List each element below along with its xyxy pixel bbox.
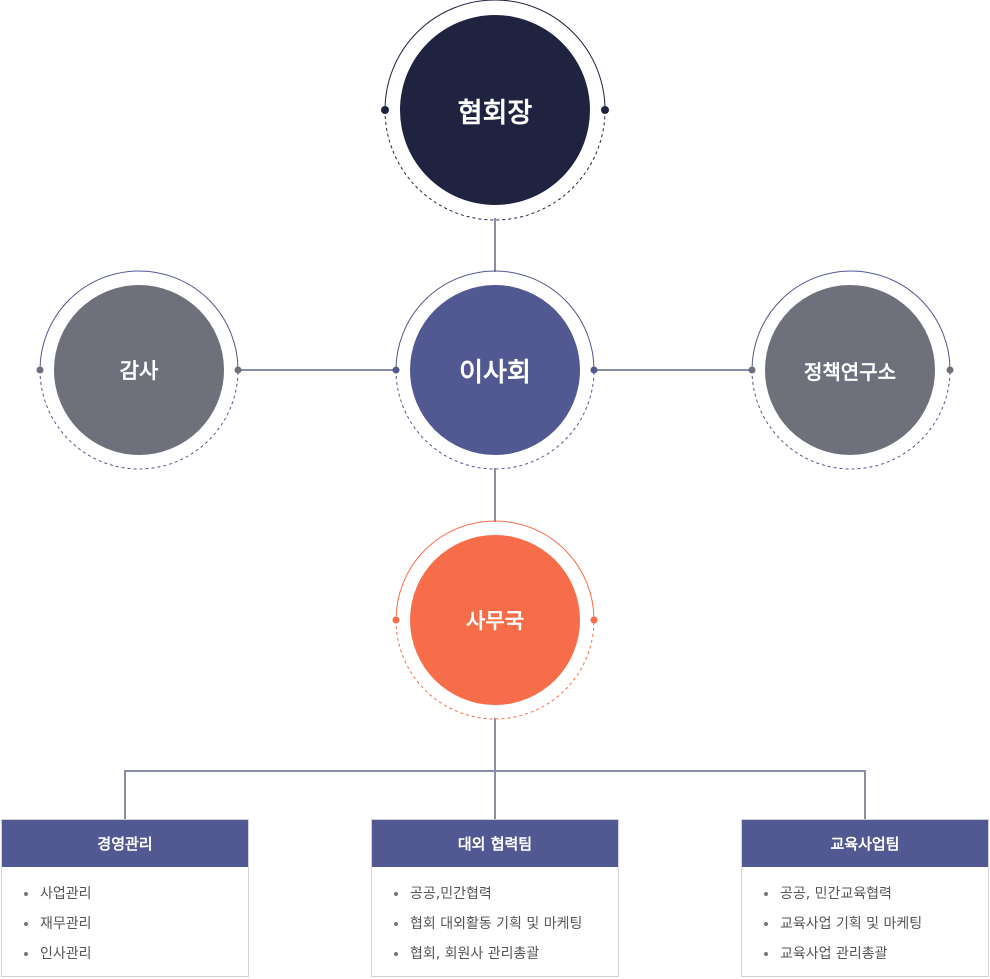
bullet-icon xyxy=(764,922,768,926)
team-title: 경영관리 xyxy=(2,820,248,867)
team-box-education: 교육사업팀 공공, 민간교육협력 교육사업 기획 및 마케팅 교육사업 관리총괄 xyxy=(741,819,989,977)
list-item: 공공,민간협력 xyxy=(394,883,618,913)
audit-label: 감사 xyxy=(119,359,159,383)
bullet-icon xyxy=(394,922,398,926)
audit-node: 감사 xyxy=(54,285,224,455)
policy-institute-label: 정책연구소 xyxy=(804,359,896,384)
board-node: 이사회 xyxy=(410,285,580,455)
team-title: 교육사업팀 xyxy=(742,820,988,867)
duty-label: 공공, 민간교육협력 xyxy=(780,886,892,902)
list-item: 교육사업 관리총괄 xyxy=(764,943,988,973)
bullet-icon xyxy=(24,922,28,926)
duty-label: 교육사업 기획 및 마케팅 xyxy=(780,916,923,932)
bullet-icon xyxy=(764,892,768,896)
policy-institute-node: 정책연구소 xyxy=(765,285,935,455)
chair-node: 협회장 xyxy=(400,15,590,205)
duty-label: 교육사업 관리총괄 xyxy=(780,946,888,962)
duty-label: 사업관리 xyxy=(40,886,92,902)
team-duty-list: 공공, 민간교육협력 교육사업 기획 및 마케팅 교육사업 관리총괄 xyxy=(742,867,988,973)
list-item: 인사관리 xyxy=(24,943,248,973)
chair-label: 협회장 xyxy=(457,97,533,129)
bullet-icon xyxy=(764,952,768,956)
duty-label: 공공,민간협력 xyxy=(410,886,492,902)
secretariat-label: 사무국 xyxy=(466,609,524,633)
bullet-icon xyxy=(24,952,28,956)
team-duty-list: 사업관리 재무관리 인사관리 xyxy=(2,867,248,973)
duty-label: 재무관리 xyxy=(40,916,92,932)
list-item: 협회 대외활동 기획 및 마케팅 xyxy=(394,913,618,943)
team-duty-list: 공공,민간협력 협회 대외활동 기획 및 마케팅 협회, 회원사 관리총괄 xyxy=(372,867,618,973)
board-label: 이사회 xyxy=(459,357,531,388)
list-item: 사업관리 xyxy=(24,883,248,913)
team-box-external-cooperation: 대외 협력팀 공공,민간협력 협회 대외활동 기획 및 마케팅 협회, 회원사 … xyxy=(371,819,619,977)
list-item: 협회, 회원사 관리총괄 xyxy=(394,943,618,973)
bullet-icon xyxy=(24,892,28,896)
duty-label: 협회 대외활동 기획 및 마케팅 xyxy=(410,916,583,932)
list-item: 교육사업 기획 및 마케팅 xyxy=(764,913,988,943)
list-item: 재무관리 xyxy=(24,913,248,943)
duty-label: 인사관리 xyxy=(40,946,92,962)
team-box-management: 경영관리 사업관리 재무관리 인사관리 xyxy=(1,819,249,977)
bullet-icon xyxy=(394,892,398,896)
duty-label: 협회, 회원사 관리총괄 xyxy=(410,946,540,962)
list-item: 공공, 민간교육협력 xyxy=(764,883,988,913)
team-title: 대외 협력팀 xyxy=(372,820,618,867)
secretariat-node: 사무국 xyxy=(410,535,580,705)
bullet-icon xyxy=(394,952,398,956)
